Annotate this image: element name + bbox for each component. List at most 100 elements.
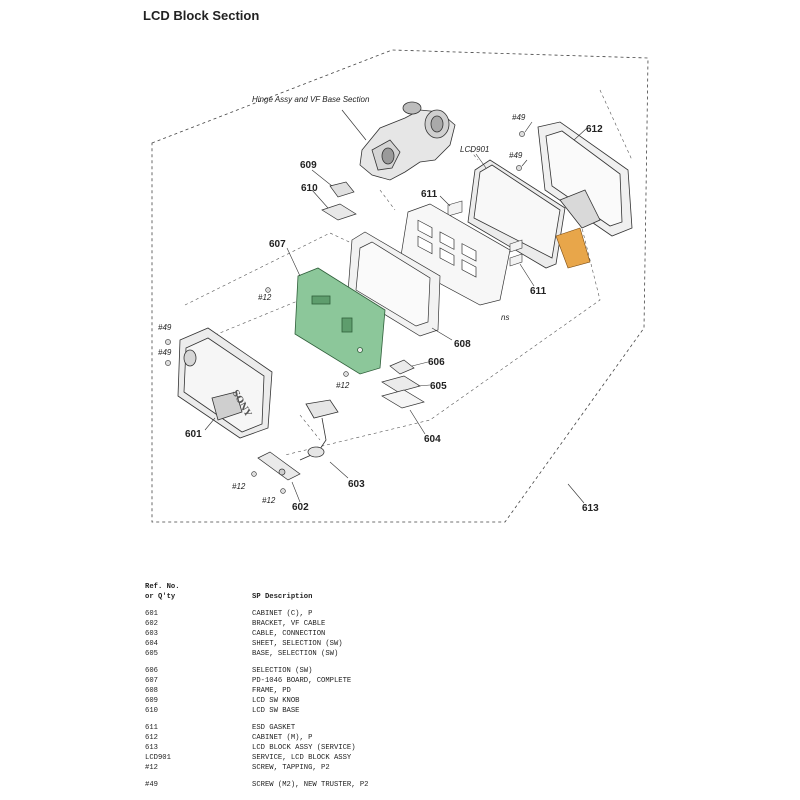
selection-sw-606: [389, 359, 415, 375]
part-ref: #12: [145, 764, 158, 772]
callout-screw-49: #49: [509, 151, 523, 160]
part-ref: 605: [145, 650, 158, 658]
part-ref: 613: [145, 744, 158, 752]
part-description: SCREW, TAPPING, P2: [252, 764, 330, 772]
callout-screw-49: #49: [512, 113, 526, 122]
parts-row: 606 SELECTION (SW): [145, 666, 368, 676]
parts-row: 603 CABLE, CONNECTION: [145, 629, 368, 639]
part-description: PD-1046 BOARD, COMPLETE: [252, 677, 352, 685]
cabinet-m-612: [537, 121, 633, 237]
parts-row: 611 ESD GASKET: [145, 723, 368, 733]
lcd-panel-901: [467, 159, 566, 269]
screw-icon: [165, 131, 525, 494]
callout-611: 611: [530, 286, 547, 297]
parts-row: 612 CABINET (M), P: [145, 733, 368, 743]
assembly-boundary: [151, 49, 649, 523]
part-description: BRACKET, VF CABLE: [252, 620, 326, 628]
pd-board-607: [294, 267, 386, 375]
part-ref: 602: [145, 620, 158, 628]
bracket-vf-cable-602: [257, 451, 301, 481]
part-description: CABINET (M), P: [252, 734, 313, 742]
part-description: SHEET, SELECTION (SW): [252, 640, 343, 648]
esd-gasket-611: [447, 200, 523, 267]
parts-row: 610 LCD SW BASE: [145, 706, 368, 716]
cabinet-c-601: [177, 327, 273, 439]
callout-screw-12: #12: [232, 482, 246, 491]
callout-603: 603: [348, 479, 365, 490]
cable-connection-603: [299, 399, 339, 461]
part-ref: 604: [145, 640, 158, 648]
callout-602: 602: [292, 502, 309, 513]
parts-row: 607 PD-1046 BOARD, COMPLETE: [145, 676, 368, 686]
part-description: LCD BLOCK ASSY (SERVICE): [252, 744, 356, 752]
lcd-sw-knob-609: [329, 181, 355, 198]
part-ref: 610: [145, 707, 158, 715]
callout-611: 611: [421, 189, 438, 200]
part-ref: LCD901: [145, 754, 171, 762]
lcd-flex-cable: [555, 227, 591, 269]
part-description: CABINET (C), P: [252, 610, 313, 618]
callout-607: 607: [269, 239, 286, 250]
part-ref: 611: [145, 724, 158, 732]
part-ref: 609: [145, 697, 158, 705]
part-description: SCREW (M2), NEW TRUSTER, P2: [252, 781, 369, 789]
parts-row: #12 SCREW, TAPPING, P2: [145, 763, 368, 773]
parts-header-ref-2: or Q'ty: [145, 593, 176, 601]
guide-lines: [184, 89, 633, 456]
part-ref: 608: [145, 687, 158, 695]
parts-row: 609 LCD SW KNOB: [145, 696, 368, 706]
part-ref: 607: [145, 677, 158, 685]
part-description: BASE, SELECTION (SW): [252, 650, 339, 658]
parts-row: #49 SCREW (M2), NEW TRUSTER, P2: [145, 780, 368, 790]
parts-header-ref-1: Ref. No.: [145, 583, 180, 591]
part-description: SELECTION (SW): [252, 667, 313, 675]
callout-613: 613: [582, 503, 599, 514]
frame-pd-608: [399, 203, 511, 306]
callout-screw-49: #49: [158, 348, 172, 357]
callout-screw-12: #12: [336, 381, 350, 390]
callout-ns: ns: [501, 313, 509, 322]
callout-screw-12: #12: [262, 496, 276, 505]
callout-screw-49: #49: [158, 323, 172, 332]
parts-row: 613 LCD BLOCK ASSY (SERVICE): [145, 743, 368, 753]
part-ref: 606: [145, 667, 158, 675]
part-ref: 601: [145, 610, 158, 618]
part-ref: #49: [145, 781, 158, 789]
callout-612: 612: [586, 124, 603, 135]
callout-609: 609: [300, 160, 317, 171]
lcd-sw-base-610: [321, 203, 357, 221]
part-description: LCD SW BASE: [252, 707, 300, 715]
callout-606: 606: [428, 357, 445, 368]
part-description: CABLE, CONNECTION: [252, 630, 326, 638]
callout-604: 604: [424, 434, 441, 445]
callout-608: 608: [454, 339, 471, 350]
selection-parts: [381, 359, 425, 409]
hinge-caption: Hinge Assy and VF Base Section: [252, 95, 370, 104]
hinge-vf-base-assembly: [359, 101, 456, 181]
part-ref: 612: [145, 734, 158, 742]
callout-610: 610: [301, 183, 318, 194]
callout-601: 601: [185, 429, 202, 440]
leader-lines: [204, 121, 588, 504]
part-description: SERVICE, LCD BLOCK ASSY: [252, 754, 352, 762]
sheet-selection-604: [381, 389, 425, 409]
parts-row: 602 BRACKET, VF CABLE: [145, 619, 368, 629]
callout-605: 605: [430, 381, 447, 392]
part-description: LCD SW KNOB: [252, 697, 300, 705]
parts-row: 601 CABINET (C), P: [145, 609, 368, 619]
part-description: ESD GASKET: [252, 724, 296, 732]
page-title: LCD Block Section: [143, 8, 260, 23]
callout-screw-12: #12: [258, 293, 272, 302]
callout-lcd901: LCD901: [460, 145, 489, 154]
base-selection-605: [381, 375, 421, 393]
parts-row: LCD901 SERVICE, LCD BLOCK ASSY: [145, 753, 368, 763]
parts-row: 605 BASE, SELECTION (SW): [145, 649, 368, 659]
parts-row: 604 SHEET, SELECTION (SW): [145, 639, 368, 649]
parts-header-desc: SP Description: [252, 593, 313, 601]
metal-frame: [347, 231, 441, 337]
part-ref: 603: [145, 630, 158, 638]
